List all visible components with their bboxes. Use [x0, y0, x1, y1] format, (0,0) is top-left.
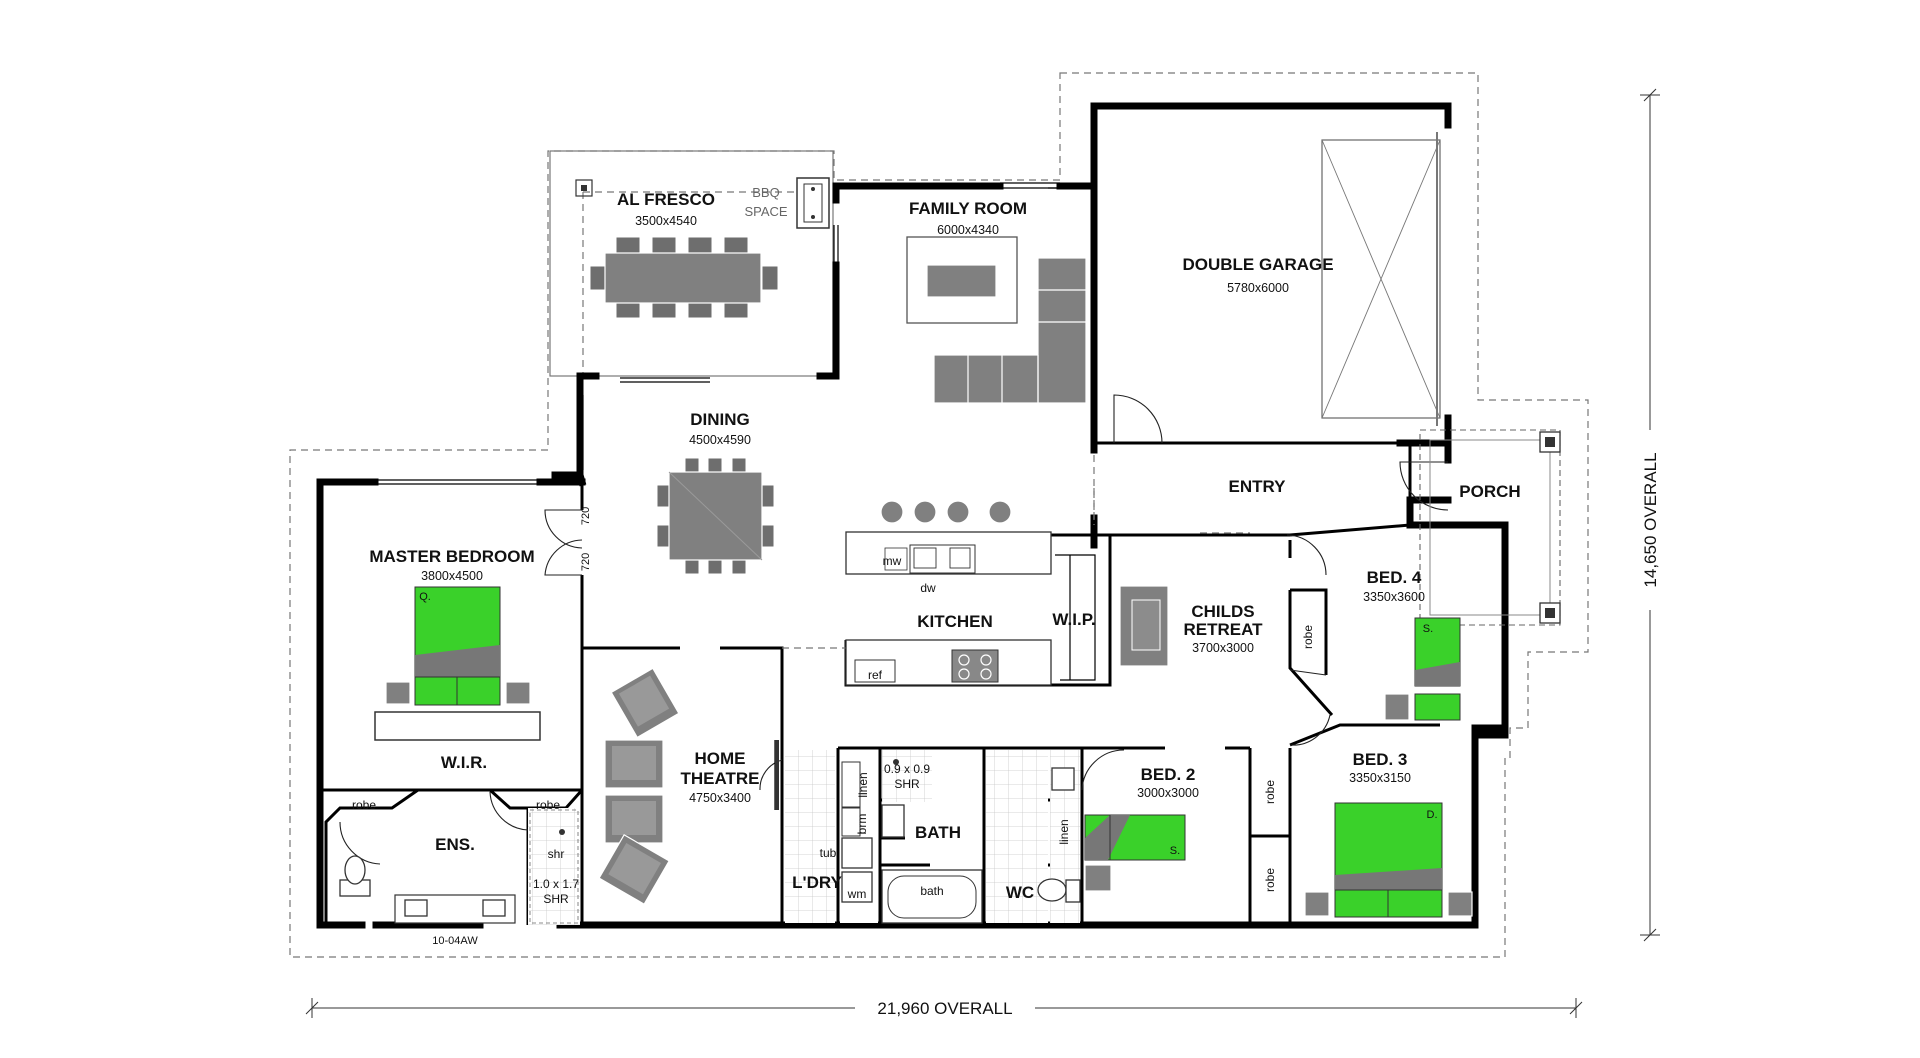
master-bedroom-name: MASTER BEDROOM — [369, 547, 534, 566]
master-bed-type: Q. — [419, 591, 431, 603]
bath-tub-label: bath — [920, 884, 943, 898]
dining-furniture — [656, 457, 775, 575]
bed-4-name: BED. 4 — [1367, 568, 1422, 587]
childs-retreat-dims: 3700x3000 — [1192, 641, 1254, 655]
childs-retreat-name-1: CHILDS — [1191, 602, 1254, 621]
master-bedroom-dims: 3800x4500 — [421, 569, 483, 583]
garage-name: DOUBLE GARAGE — [1182, 255, 1333, 274]
microwave-label: mw — [883, 554, 902, 568]
childs-retreat-name-2: RETREAT — [1183, 620, 1263, 639]
bed-2-dims: 3000x3000 — [1137, 786, 1199, 800]
alfresco-dims: 3500x4540 — [635, 214, 697, 228]
overall-dimensions: 21,960 OVERALL 14,650 OVERALL — [877, 452, 1660, 1018]
laundry-name: L'DRY — [792, 873, 842, 892]
bed-3-type: D. — [1427, 809, 1438, 821]
ensuite-shower-label: shr — [548, 847, 565, 861]
overall-width-label: 21,960 OVERALL — [877, 999, 1012, 1018]
theatre-seating — [598, 667, 779, 905]
entry-name: ENTRY — [1229, 477, 1287, 496]
dishwasher-label: dw — [920, 581, 936, 595]
ensuite-shower-size: 1.0 x 1.7 — [533, 877, 579, 891]
room-labels: AL FRESCO 3500x4540 BBQ SPACE FAMILY ROO… — [369, 185, 1520, 902]
theatre-name-2: THEATRE — [680, 769, 759, 788]
childs-retreat-furniture — [1119, 585, 1169, 667]
bath-shower-text: SHR — [894, 777, 920, 791]
alfresco-name: AL FRESCO — [617, 190, 715, 209]
external-walls — [316, 182, 1509, 929]
robe-label-bed3-top: robe — [1263, 780, 1277, 804]
robe-label-ens-right: robe — [536, 798, 560, 812]
family-room-name: FAMILY ROOM — [909, 199, 1027, 218]
porch — [1419, 429, 1561, 626]
alfresco-area — [549, 150, 834, 377]
bed-3-name: BED. 3 — [1353, 750, 1408, 769]
wip-name: W.I.P. — [1052, 610, 1095, 629]
wir-name: W.I.R. — [441, 753, 487, 772]
theatre-dims: 4750x3400 — [689, 791, 751, 805]
linen-label-laundry: linen — [856, 772, 870, 797]
window-code-label: 10-04AW — [432, 935, 478, 947]
garage-dims: 5780x6000 — [1227, 281, 1289, 295]
family-room-furniture — [906, 236, 1087, 404]
bed-3-furniture — [1304, 802, 1473, 918]
bed-3-dims: 3350x3150 — [1349, 771, 1411, 785]
garage — [1090, 102, 1452, 447]
theatre-name-1: HOME — [695, 749, 746, 768]
overall-depth-label: 14,650 OVERALL — [1641, 452, 1660, 587]
broom-label: brm — [855, 814, 869, 835]
ensuite-fittings — [339, 808, 580, 925]
ensuite-shower-text: SHR — [543, 892, 569, 906]
kitchen-fittings — [845, 500, 1096, 686]
fixture-labels: mw dw ref robe robe robe robe robe shr 1… — [352, 507, 1438, 947]
bed-4-type: S. — [1423, 623, 1433, 635]
bath-shower-size: 0.9 x 0.9 — [884, 762, 930, 776]
robe-label-bed3-bottom: robe — [1263, 868, 1277, 892]
windows — [317, 182, 1508, 928]
porch-name: PORCH — [1459, 482, 1520, 501]
ensuite-name: ENS. — [435, 835, 475, 854]
master-bed — [374, 586, 541, 741]
robe-label-ens-left: robe — [352, 798, 376, 812]
bath-name: BATH — [915, 823, 961, 842]
door-720-label-1: 720 — [580, 507, 592, 525]
kitchen-name: KITCHEN — [917, 612, 993, 631]
linen-label-wc: linen — [1057, 819, 1071, 844]
bbq-label-1: BBQ — [752, 185, 779, 200]
robe-label-bed4: robe — [1301, 625, 1315, 649]
family-room-dims: 6000x4340 — [937, 223, 999, 237]
alfresco-table — [589, 236, 779, 319]
bed-4-dims: 3350x3600 — [1363, 590, 1425, 604]
dining-name: DINING — [690, 410, 750, 429]
dining-dims: 4500x4590 — [689, 433, 751, 447]
eaves-outline — [289, 72, 1589, 958]
wet-areas — [785, 750, 1081, 924]
wc-name: WC — [1006, 883, 1034, 902]
door-720-label-2: 720 — [580, 553, 592, 571]
dimension-lines — [305, 88, 1662, 1020]
bed-4-furniture — [1384, 617, 1461, 721]
tub-label: tub — [820, 846, 837, 860]
bbq-label-2: SPACE — [744, 204, 787, 219]
washing-machine-label: wm — [847, 887, 867, 901]
fridge-label: ref — [868, 668, 883, 682]
bed-2-furniture — [1084, 814, 1186, 892]
bed-2-type: S. — [1170, 845, 1180, 857]
bed-2-name: BED. 2 — [1141, 765, 1196, 784]
